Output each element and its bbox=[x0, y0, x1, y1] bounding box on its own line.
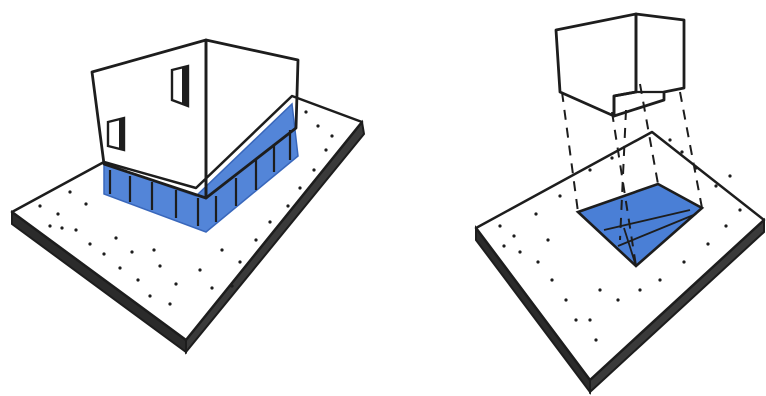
left-pilotis bbox=[108, 130, 292, 226]
left-window-upper-shade bbox=[182, 66, 188, 106]
left-blue-ground bbox=[103, 102, 299, 233]
right-projection-lines bbox=[561, 83, 703, 267]
right-panel bbox=[474, 12, 766, 395]
left-panel bbox=[10, 38, 366, 355]
left-slab-side-front bbox=[11, 210, 187, 354]
right-box-front-face bbox=[554, 12, 638, 118]
right-slab-dots bbox=[498, 138, 742, 342]
left-slab-dots bbox=[38, 110, 334, 306]
right-box-notch bbox=[612, 90, 666, 98]
right-box-side-face bbox=[612, 12, 686, 118]
right-footprint-lines bbox=[603, 209, 697, 267]
left-window-lower-shade bbox=[119, 118, 124, 150]
right-slab-top bbox=[474, 130, 766, 382]
left-box-side-face bbox=[204, 38, 300, 200]
right-blue-footprint bbox=[575, 182, 705, 268]
